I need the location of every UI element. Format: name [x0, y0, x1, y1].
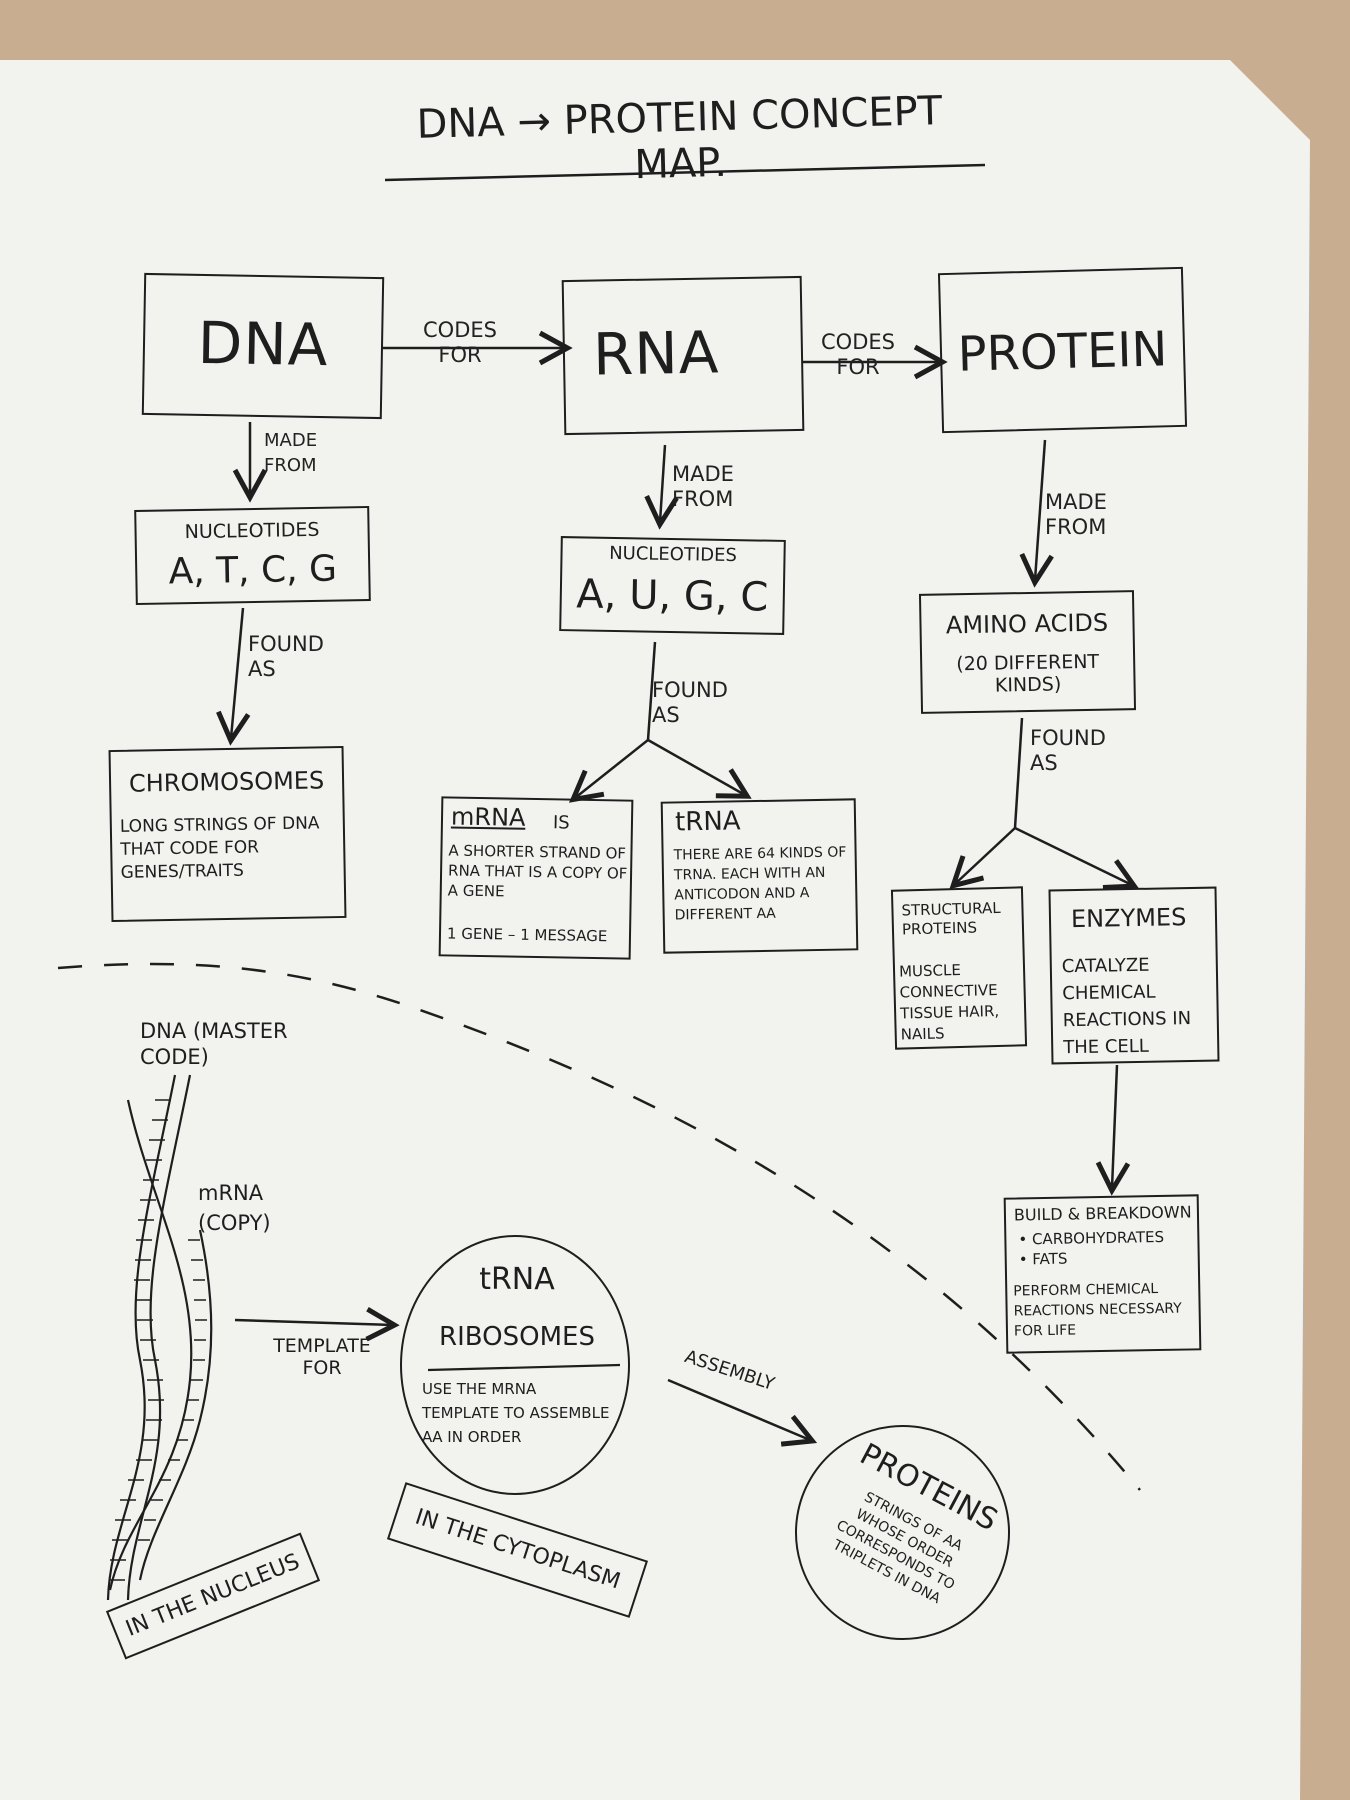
mrna-ticks: [138, 1239, 207, 1541]
arrow-dna-found-as: [231, 607, 243, 738]
enzymes-title: ENZYMES: [1070, 903, 1187, 934]
arrow-assembly: [667, 1378, 810, 1440]
dna-master-code-label: DNA (MASTER CODE): [140, 1019, 288, 1069]
build-body: PERFORM CHEMICAL REACTIONS NECESSARY FOR…: [1013, 1281, 1182, 1340]
trna-body: THERE ARE 64 KINDS OF tRNA. EACH WITH AN…: [673, 844, 847, 924]
label-rna-found-as: FOUND AS: [652, 678, 728, 727]
dna-strand-c: [108, 1099, 193, 1591]
arrow-to-structural: [955, 827, 1016, 884]
structural-body: MUSCLE CONNECTIVE TISSUE HAIR, NAILS: [898, 960, 1000, 1044]
mrna-strand: [138, 1229, 213, 1581]
dna-nucleotides-label: NUCLEOTIDES: [184, 518, 320, 544]
chromosomes-box: CHROMOSOMES LONG STRINGS OF DNA THAT COD…: [108, 745, 347, 923]
label-dna-found-as: FOUND AS: [248, 632, 324, 681]
label-dna-codes-for: CODES FOR: [423, 318, 497, 367]
ribosome-body: USE THE mRNA TEMPLATE TO ASSEMBLE αα IN …: [422, 1380, 610, 1446]
arrow-to-trna: [647, 738, 745, 795]
label-rna-made-from: MADE FROM: [672, 462, 734, 511]
arrow-protein-made-from: [1035, 439, 1045, 580]
mrna-title: mRNA: [450, 802, 526, 832]
chromosomes-body: LONG STRINGS OF DNA THAT CODE FOR GENES/…: [119, 813, 320, 883]
mrna-box: mRNA IS A SHORTER STRAND OF RNA THAT IS …: [438, 796, 634, 960]
protein-box-label: PROTEIN: [956, 321, 1169, 383]
arrow-to-enzymes: [1014, 826, 1132, 885]
ribosome-title: RIBOSOMES: [439, 1322, 595, 1352]
protein-box: PROTEIN: [937, 266, 1188, 434]
mrna-is: IS: [552, 812, 570, 834]
label-amino-found-as: FOUND AS: [1030, 726, 1106, 775]
build-items: • CARBOHYDRATES • FATS: [1018, 1227, 1165, 1269]
chromosomes-title: CHROMOSOMES: [128, 766, 325, 798]
ribosome-title-trna: tRNA: [479, 1262, 555, 1297]
template-for-label: TEMPLATE FOR: [273, 1335, 371, 1379]
enzymes-box: ENZYMES CATALYZE CHEMICAL REACTIONS IN T…: [1048, 886, 1220, 1065]
arrow-amino-found-as: [1013, 717, 1024, 829]
rna-box: RNA: [561, 275, 805, 436]
arrow-rna-found-as: [646, 641, 657, 741]
mrna-body: A SHORTER STRAND OF RNA THAT IS A COPY O…: [447, 841, 628, 901]
build-title: BUILD & BREAKDOWN: [1013, 1202, 1192, 1225]
rna-nucleotides-value: A, U, G, C: [575, 571, 769, 621]
mrna-copy-label: mRNA (COPY): [198, 1181, 271, 1235]
amino-acids-label: AMINO ACIDS: [945, 608, 1109, 640]
enzymes-body: CATALYZE CHEMICAL REACTIONS IN THE CELL: [1061, 954, 1192, 1059]
page-title: DNA → PROTEIN CONCEPT MAP.: [416, 88, 943, 189]
mrna-footer: 1 GENE – 1 MESSAGE: [446, 924, 608, 946]
trna-box: tRNA THERE ARE 64 KINDS OF tRNA. EACH WI…: [660, 798, 859, 954]
structural-title: STRUCTURAL PROTEINS: [901, 898, 1001, 939]
arrow-rna-made-from: [660, 444, 665, 522]
arrow-template-for: [234, 1320, 392, 1325]
ribosome-circle: tRNA RIBOSOMES USE THE mRNA TEMPLATE TO …: [400, 1235, 630, 1495]
label-rna-codes-for: CODES FOR: [821, 330, 895, 379]
arrow-enzymes-build: [1112, 1064, 1117, 1188]
rna-nucleotides-box: NUCLEOTIDES A, U, G, C: [559, 536, 786, 635]
structural-proteins-box: STRUCTURAL PROTEINS MUSCLE CONNECTIVE TI…: [890, 886, 1028, 1050]
title-underline: [384, 163, 986, 182]
dna-rungs: [109, 1099, 171, 1581]
rna-box-label: RNA: [592, 318, 720, 389]
paper: [0, 60, 1310, 1800]
build-breakdown-box: BUILD & BREAKDOWN • CARBOHYDRATES • FATS…: [1003, 1194, 1202, 1354]
dna-box: DNA: [141, 272, 385, 420]
label-protein-made-from: MADE FROM: [1045, 490, 1107, 539]
dna-box-label: DNA: [197, 308, 329, 380]
amino-acids-value: (20 DIFFERENT KINDS): [956, 650, 1100, 697]
dna-nucleotides-value: A, T, C, G: [168, 548, 338, 593]
rna-nucleotides-label: NUCLEOTIDES: [608, 542, 738, 567]
amino-acids-box: AMINO ACIDS (20 DIFFERENT KINDS): [918, 590, 1137, 714]
dna-nucleotides-box: NUCLEOTIDES A, T, C, G: [134, 505, 371, 606]
trna-title: tRNA: [674, 806, 741, 838]
label-dna-made-from: MADE FROM: [264, 430, 318, 476]
arrow-to-mrna: [575, 739, 649, 798]
